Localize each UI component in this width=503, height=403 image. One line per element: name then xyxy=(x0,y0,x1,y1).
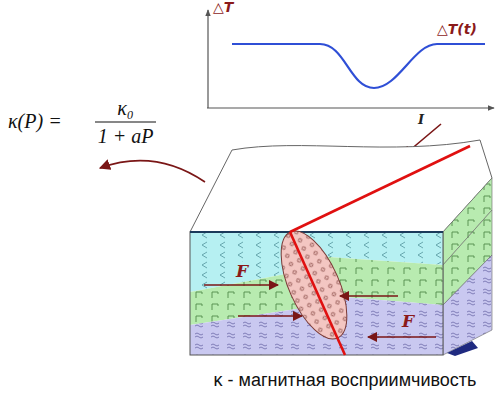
formula-left: κ(P) = xyxy=(8,110,62,132)
fault-plane xyxy=(290,232,345,355)
dark-corner xyxy=(447,341,478,356)
axis-label: △T xyxy=(213,0,233,15)
caption: κ - магнитная восприимчивость xyxy=(214,371,477,391)
stress-arrow xyxy=(238,315,302,317)
fraction-bar xyxy=(95,121,156,122)
force-label: F xyxy=(234,262,250,281)
stress-arrow xyxy=(368,336,436,338)
y-axis xyxy=(207,10,208,108)
top-face xyxy=(190,140,492,232)
field-label: I xyxy=(418,113,424,127)
force-label: F xyxy=(400,312,416,331)
surface-edge xyxy=(190,231,443,233)
stress-arrow xyxy=(204,284,278,286)
x-axis xyxy=(207,107,494,108)
formula-numerator: κ₀ xyxy=(117,97,134,119)
formula-denominator: 1 + aP xyxy=(98,125,154,147)
fault-trace xyxy=(290,146,470,232)
curve-label: △T(t) xyxy=(437,22,477,37)
stress-arrow xyxy=(340,295,398,297)
anomaly-curve xyxy=(232,44,485,88)
right-face-lavender-layer xyxy=(443,255,492,355)
pointer-arrow xyxy=(100,161,205,182)
